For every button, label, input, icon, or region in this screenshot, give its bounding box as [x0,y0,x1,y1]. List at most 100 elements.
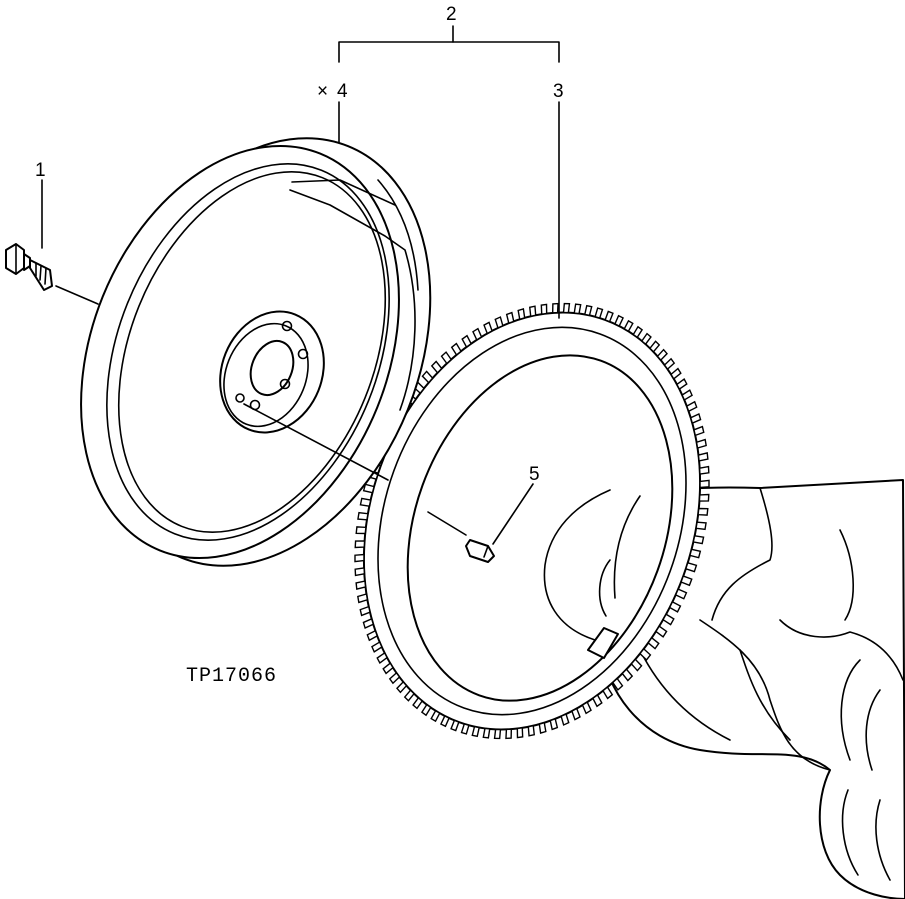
gear-tooth [647,636,660,650]
gear-tooth [614,314,624,327]
screw-centerline [55,285,99,305]
gear-tooth [697,452,709,462]
gear-tooth [697,507,709,516]
callout-3-label: 3 [553,81,564,102]
gear-tooth [493,728,502,740]
gear-tooth [639,647,652,661]
gear-tooth [354,567,366,577]
gear-tooth [551,302,559,314]
gear-tooth [505,728,513,740]
gear-tooth [482,727,491,739]
gear-tooth [359,605,371,617]
gear-tooth [527,724,536,737]
gear-tooth [517,308,526,321]
gear-tooth [698,493,710,502]
gear-tooth [376,651,388,664]
gear-tooth [355,526,367,535]
gear-tooth [450,342,462,356]
gear-tooth [505,311,515,325]
gear-tooth [483,321,493,335]
gear-tooth [396,680,408,694]
gear-tooth [430,360,443,374]
callout-1-label: 1 [35,160,46,181]
gear-tooth [516,727,524,739]
gear-tooth [371,641,383,653]
gear-tooth [357,593,369,604]
gear-tooth [450,719,460,732]
gear-tooth [560,713,570,726]
gear-tooth [676,378,688,391]
cap-screw [5,243,53,291]
gear-tooth [538,721,547,734]
gear-tooth [430,709,441,723]
callout-5-leader [492,483,534,545]
callout-4-marker: × [317,81,328,102]
gear-tooth [621,668,634,682]
gear-tooth [540,303,548,315]
gear-tooth [602,686,614,700]
gear-tooth [656,348,668,362]
gear-tooth [594,307,604,319]
gear-tooth [670,367,682,380]
callout-2-label: 2 [446,4,457,25]
figure-id: TP17066 [186,665,277,688]
gear-tooth [421,370,434,384]
gear-tooth [674,588,688,600]
callout-5-label: 5 [529,464,540,485]
gear-tooth [357,511,369,521]
gear-tooth [685,400,698,413]
gear-tooth [382,662,394,675]
gear-tooth [684,561,698,573]
leader-lines [41,25,560,545]
gear-tooth [592,693,603,708]
gear-tooth [461,334,472,349]
gear-tooth [623,319,634,333]
gear-tooth [695,521,707,531]
gear-tooth [693,425,705,437]
gear-tooth [362,483,375,494]
gear-tooth [692,534,705,545]
gear-tooth [581,701,592,715]
gear-tooth [573,303,582,315]
gear-tooth [366,629,379,642]
pin-centerline-a [243,403,389,481]
gear-tooth [494,316,504,329]
gear-tooth [354,540,366,549]
callout-2-bracket [338,41,560,63]
gear-tooth [583,304,593,317]
callout-4-label: 4 [337,81,348,102]
gear-tooth [362,617,375,630]
gear-tooth [630,658,643,672]
dowel-pin [465,539,495,563]
gear-tooth [662,613,675,626]
gear-tooth [471,725,481,738]
gear-tooth [698,465,710,475]
gear-tooth [403,689,415,702]
gear-tooth [420,703,432,717]
gear-tooth [528,305,537,318]
gear-tooth [440,351,453,365]
gear-tooth [689,548,702,559]
pin-centerline-b [427,511,467,536]
gear-tooth [571,707,581,721]
gear-tooth [412,696,424,710]
gear-tooth [632,325,644,339]
gear-tooth [654,625,668,638]
gear-tooth [680,575,693,587]
gear-tooth [604,310,614,323]
gear-tooth [611,677,624,691]
gear-tooth [689,412,702,425]
gear-tooth [649,340,661,353]
gear-tooth [460,723,470,735]
gear-tooth [562,302,571,314]
gear-tooth [355,580,367,590]
gear-tooth [440,715,450,728]
gear-tooth [472,327,483,341]
gear-tooth [663,357,676,371]
gear-tooth [695,438,707,449]
gear-tooth [640,332,652,346]
gear-tooth [681,389,693,401]
gear-tooth [388,671,401,685]
gear-tooth [699,479,710,489]
